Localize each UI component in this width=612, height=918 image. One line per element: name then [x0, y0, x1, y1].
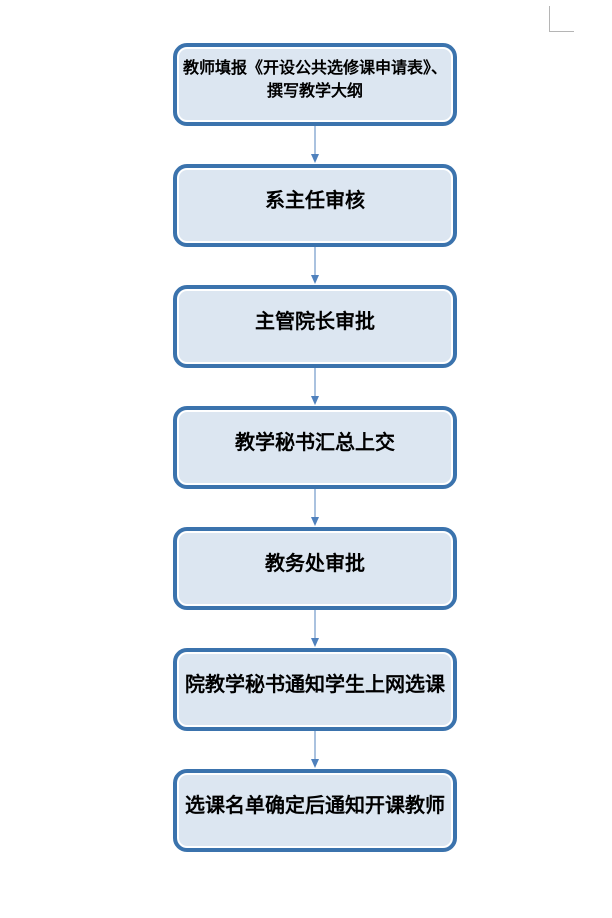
- process-box-label: 院教学秘书通知学生上网选课: [185, 671, 445, 696]
- process-box-label: 教务处审批: [265, 550, 365, 575]
- flowchart-step: 选课名单确定后通知开课教师: [173, 769, 457, 852]
- down-arrow-icon: [173, 489, 457, 527]
- down-arrow-icon: [173, 731, 457, 769]
- process-box[interactable]: 选课名单确定后通知开课教师: [173, 769, 457, 852]
- process-box[interactable]: 教学秘书汇总上交: [173, 406, 457, 489]
- process-box[interactable]: 系主任审核: [173, 164, 457, 247]
- flowchart-step: 系主任审核: [173, 164, 457, 285]
- down-arrow-icon: [173, 126, 457, 164]
- flowchart-step: 教师填报《开设公共选修课申请表》、 撰写教学大纲: [173, 43, 457, 164]
- process-box-label: 教师填报《开设公共选修课申请表》、 撰写教学大纲: [182, 57, 447, 100]
- process-box[interactable]: 主管院长审批: [173, 285, 457, 368]
- down-arrow-icon: [173, 610, 457, 648]
- flowchart-step: 院教学秘书通知学生上网选课: [173, 648, 457, 769]
- down-arrow-icon: [173, 247, 457, 285]
- process-box[interactable]: 教务处审批: [173, 527, 457, 610]
- corner-horizontal-line: [549, 31, 574, 32]
- process-box-label: 主管院长审批: [255, 308, 375, 333]
- process-box[interactable]: 院教学秘书通知学生上网选课: [173, 648, 457, 731]
- corner-vertical-line: [549, 6, 550, 31]
- process-box[interactable]: 教师填报《开设公共选修课申请表》、 撰写教学大纲: [173, 43, 457, 126]
- down-arrow-icon: [173, 368, 457, 406]
- flowchart-step: 教务处审批: [173, 527, 457, 648]
- flowchart-step: 主管院长审批: [173, 285, 457, 406]
- cropped-frame-corner: [549, 6, 574, 32]
- process-box-label: 系主任审核: [265, 187, 365, 212]
- flowchart: 教师填报《开设公共选修课申请表》、 撰写教学大纲 系主任审核 主管院长审批: [173, 43, 457, 852]
- process-box-label: 教学秘书汇总上交: [235, 429, 395, 454]
- flowchart-step: 教学秘书汇总上交: [173, 406, 457, 527]
- process-box-label: 选课名单确定后通知开课教师: [185, 792, 445, 817]
